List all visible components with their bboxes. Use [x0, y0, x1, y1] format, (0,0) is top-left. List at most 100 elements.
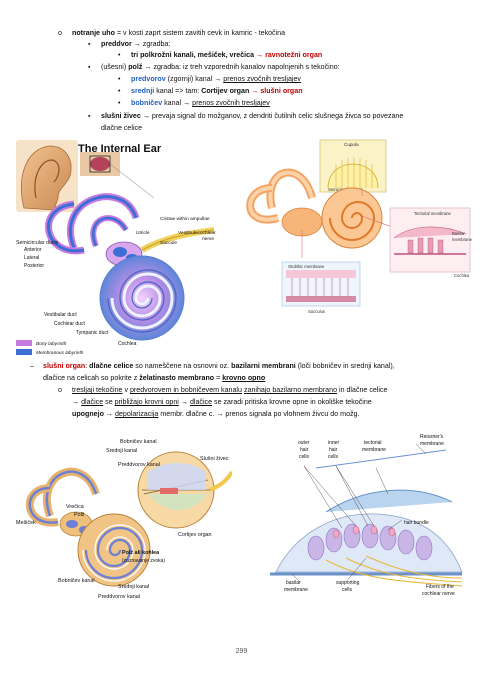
page-number: 299: [235, 648, 248, 655]
text-span: prenos signala po vlohnem živcu do možg.: [223, 410, 360, 418]
label-vrecica: Vrečica: [66, 504, 84, 510]
text-line: → dlačice se približajo krovni opni → dl…: [72, 398, 372, 407]
label-polz-kohlea: Polž ali kohlea: [122, 550, 160, 556]
label-cupula: Cupula: [344, 142, 359, 147]
label-tectorial-2: membrane: [362, 447, 386, 453]
label-inner-2: hair: [329, 447, 338, 453]
bullet-square: ▪: [88, 41, 91, 48]
text-line: dlačice na celicah so pokrite z želatina…: [43, 374, 265, 383]
label-cortijev-organ: Cortijev organ: [178, 532, 212, 538]
label-cristae: Cristae within ampullae: [160, 216, 210, 222]
text-span: (loči bobničev in srednji kanal),: [295, 362, 395, 370]
text-line: preddvor → zgradba:: [101, 40, 170, 49]
arrow-icon: →: [105, 410, 113, 418]
text-span: zgradba:: [140, 40, 171, 48]
ravnotezni-organ: ravnotežni organ: [265, 51, 323, 59]
term-notranje-uho: notranje uho: [72, 29, 115, 37]
arrow-icon: →: [256, 51, 264, 59]
text-span: dlačice: [189, 398, 213, 406]
bullet-dot: •: [118, 76, 121, 83]
text-line: predvorov (zgornji) kanal → prenos zvočn…: [131, 75, 301, 84]
text-span: = v kosti zaprt sistem zavitih cevk in k…: [114, 29, 286, 37]
text-span: v: [122, 386, 130, 394]
arrow-icon: →: [72, 398, 80, 406]
text-line: slušni živec → prevaja signal do možgano…: [101, 112, 403, 121]
label-srednji-top: Srednji kanal: [106, 448, 137, 454]
label-utricle: Utricle: [136, 230, 150, 236]
text-line: dlačne celice: [101, 124, 143, 132]
bullet-circle: o: [58, 387, 62, 394]
text-span: slušni organ: [260, 87, 303, 95]
label-inner-1: inner: [328, 440, 339, 446]
arrow-icon: →: [180, 398, 188, 406]
text-span: upognejo: [72, 410, 104, 418]
label-reissner-1: Reissner's: [420, 434, 444, 440]
legend-swatch-membranous: [16, 349, 32, 355]
label-fibers-1: Fibers of the: [426, 584, 454, 590]
label-outer-2: hair: [300, 447, 309, 453]
label-fibers-2: cochlear nerve: [422, 591, 455, 597]
text-span: in dlačne celice: [337, 386, 388, 394]
legend-membranous: Membranous labyrinth: [36, 350, 84, 356]
internal-ear-figure: The Internal Ear Semicircular ducts Ante…: [14, 138, 226, 360]
text-line: slušni organ: dlačne celice so nameščene…: [43, 362, 395, 370]
label-basilar-1: Basilar: [452, 231, 465, 236]
arrow-icon: →: [216, 410, 224, 418]
label-srednji-bot: Srednji kanal: [118, 584, 149, 590]
text-span: prenos zvočnih tresljajev: [223, 75, 301, 83]
bullet-circle: o: [58, 30, 62, 37]
vestibular-cochlear-figure: Cupula Semicircular canal Tectorial memb…: [232, 138, 472, 338]
label-supporting-1: supporting: [336, 580, 360, 586]
label-anterior: Anterior: [24, 247, 42, 253]
text-line: bobničev kanal → prenos zvočnih tresljaj…: [131, 99, 270, 108]
text-span: prevaja signal do možganov, z dendriti č…: [149, 112, 404, 120]
text-span: tresljaji tekočine: [72, 386, 123, 394]
label-semicircular-ducts: Semicircular ducts: [16, 240, 59, 246]
dash-bullet: –: [30, 363, 34, 370]
text-span: (ušesni): [101, 63, 129, 71]
text-span: bobničev: [131, 99, 163, 107]
label-basilar-2: membrane: [284, 587, 308, 593]
label-zaznavanje: (zaznavanje zvoka): [122, 558, 165, 564]
text-line: notranje uho = v kosti zaprt sistem zavi…: [72, 29, 285, 38]
text-span: srednji: [131, 87, 155, 95]
text-line: tresljaji tekočine v predvorovem in bobn…: [72, 386, 388, 395]
text-span: predvorovem in bobničevem kanalu: [129, 386, 242, 394]
bullet-dot: •: [118, 100, 121, 107]
term-polz: polž: [128, 63, 143, 71]
label-tympanic-duct: Tympanic duct: [76, 330, 109, 336]
text-span: prenos zvočnih tresljajev: [192, 99, 270, 107]
text-span: bazilarni membrani: [231, 362, 296, 370]
text-span: =: [214, 374, 223, 382]
vestibular-cochlear-illustration: Cupula Semicircular canal Tectorial memb…: [246, 139, 472, 314]
text-span: (zgornji) kanal: [165, 75, 215, 83]
text-span: približajo krovni opni: [114, 398, 179, 406]
text-span: slušni organ: [43, 362, 86, 370]
label-inner-3: cells: [328, 454, 339, 460]
term-preddvor: preddvor: [101, 40, 132, 48]
organ-of-corti-illustration: outer hair cells inner hair cells tector…: [256, 432, 472, 598]
text-line: srednji kanal => tam: Cortijev organ → s…: [131, 87, 303, 96]
text-span: dlačne celice: [89, 362, 134, 370]
text-span: dlačice: [81, 398, 104, 406]
label-cochlea: Cochlea: [118, 341, 137, 347]
text-span: slušni živec: [101, 112, 141, 120]
label-lateral: Lateral: [24, 255, 39, 261]
text-span: želatinasto membrano: [139, 374, 215, 382]
text-span: Cortijev organ: [201, 87, 250, 95]
text-span: so nameščene na osnovni oz.: [133, 362, 232, 370]
bullet-dot: •: [118, 52, 121, 59]
label-bobnicev-bot: Bobničev kanal: [58, 578, 95, 584]
text-line: upognejo → depolarizacija membr. dlačne …: [72, 410, 359, 419]
arrow-icon: →: [142, 112, 150, 120]
label-posterior: Posterior: [24, 263, 44, 269]
label-outer-1: outer: [298, 440, 310, 446]
label-basilar-1: basilar: [286, 580, 301, 586]
label-mesicek: Mešiček: [16, 520, 36, 526]
label-supporting-2: cells: [342, 587, 353, 593]
label-slusni-zivec: Slušni živec: [200, 456, 229, 462]
text-line: (ušesni) polž → zgradba: iz treh vzpored…: [101, 63, 340, 72]
arrow-icon: →: [133, 40, 141, 48]
text-span: membr. dlačne c.: [158, 410, 217, 418]
